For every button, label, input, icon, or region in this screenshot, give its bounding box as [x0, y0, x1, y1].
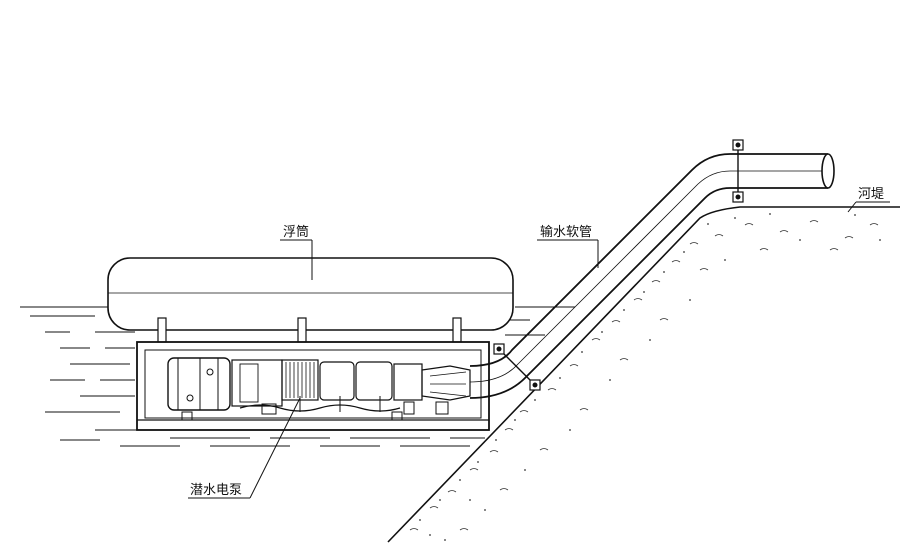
label-float: 浮筒 — [283, 224, 309, 240]
label-hose: 输水软管 — [540, 224, 592, 240]
embankment — [387, 206, 900, 543]
label-embankment-group: 河堤 — [847, 187, 890, 213]
label-float-group: 浮筒 — [280, 224, 313, 280]
hose-flange-upper — [732, 139, 744, 203]
label-pump: 潜水电泵 — [190, 483, 242, 498]
label-hose-group: 输水软管 — [537, 224, 599, 268]
hose-flange-lower — [493, 343, 541, 391]
pump-frame — [136, 341, 490, 431]
outlet-hose — [469, 153, 835, 399]
water-lines — [20, 306, 575, 447]
label-pump-group: 潜水电泵 — [188, 397, 301, 499]
submersible-pump — [167, 357, 471, 421]
label-embankment: 河堤 — [858, 187, 884, 202]
float-pontoon — [107, 257, 514, 343]
